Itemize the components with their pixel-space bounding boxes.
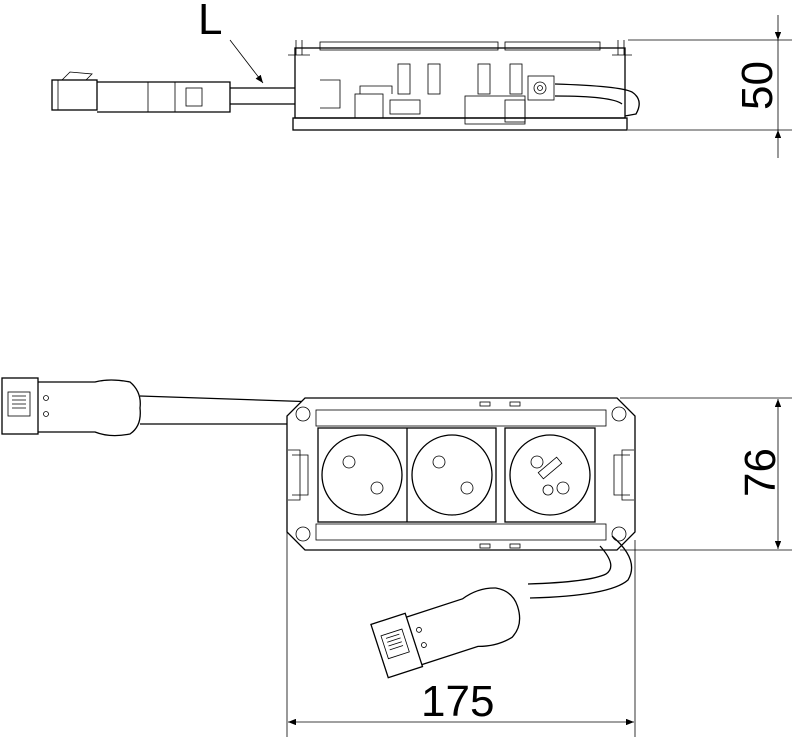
width-dimension-label: 175 <box>421 677 494 726</box>
socket-1 <box>321 434 403 516</box>
width-dimension: 175 <box>286 470 636 737</box>
left-connector <box>1 377 141 437</box>
left-cable <box>139 395 319 425</box>
height-dimension-label: 50 <box>733 61 782 110</box>
side-body <box>288 40 640 131</box>
bottom-cable <box>527 535 633 599</box>
depth-dimension: 76 <box>620 397 792 551</box>
length-label: L <box>198 0 222 44</box>
length-leader-arrow <box>229 39 264 84</box>
socket-plate <box>286 397 636 551</box>
side-view: L 50 <box>51 0 792 158</box>
socket-3 <box>509 434 591 516</box>
side-connector <box>51 71 231 113</box>
side-cable <box>230 87 295 105</box>
bottom-connector <box>370 587 521 679</box>
height-dimension: 50 <box>628 15 792 158</box>
socket-2 <box>411 434 493 516</box>
top-view: 76 175 <box>1 377 792 737</box>
depth-dimension-label: 76 <box>736 448 785 497</box>
